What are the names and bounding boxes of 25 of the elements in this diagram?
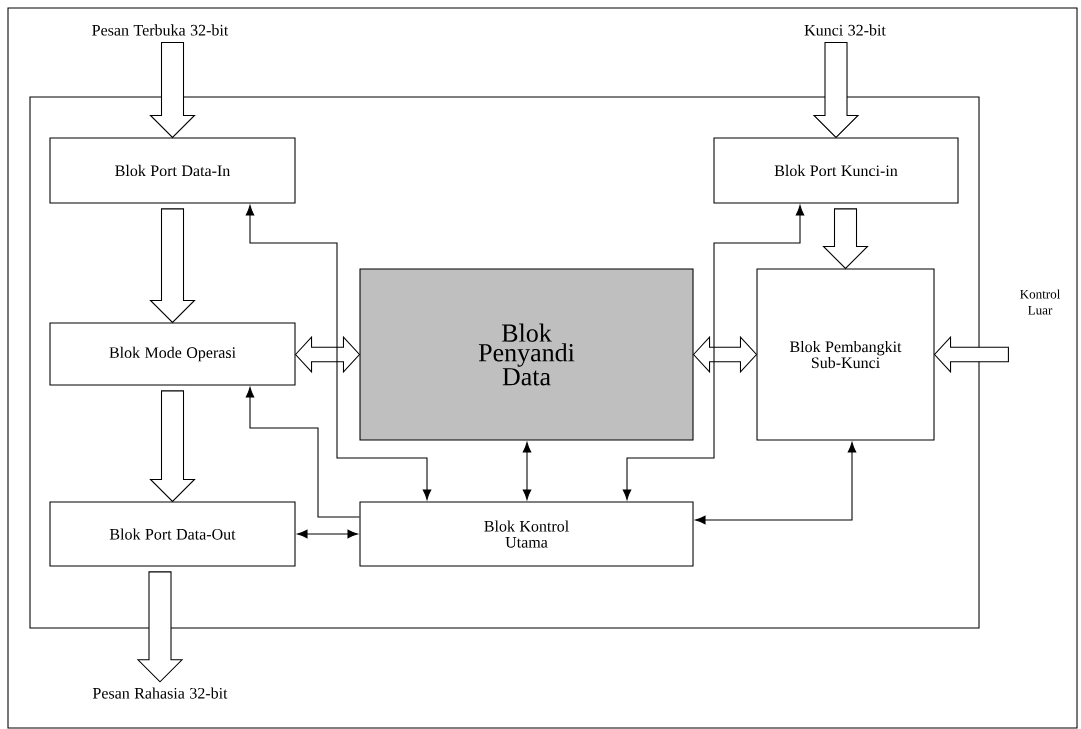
container-box	[29, 96, 980, 629]
port-label: Kunci 32-bit	[804, 24, 886, 36]
process-box: Blok Kontrol Utama	[359, 501, 694, 567]
process-box: Blok Port Kunci-in	[713, 137, 959, 204]
arrow	[245, 387, 360, 518]
block-arrow	[136, 571, 184, 683]
process-box: Blok Mode Operasi	[49, 322, 296, 386]
process-box: Blok Port Data-In	[49, 137, 296, 204]
arrow	[245, 205, 432, 500]
arrow	[522, 442, 532, 500]
process-box: Blok Penyandi Data	[359, 268, 694, 441]
process-box: Blok Port Data-Out	[49, 501, 296, 567]
port-label: Pesan Rahasia 32-bit	[92, 687, 228, 699]
block-arrow	[149, 208, 196, 324]
arrow	[695, 442, 857, 525]
process-box: Blok Pembangkit Sub-Kunci	[756, 268, 935, 441]
block-arrow	[149, 42, 196, 139]
port-label: Pesan Terbuka 32-bit	[92, 24, 229, 36]
block-arrow	[149, 390, 196, 503]
block-arrow	[822, 208, 869, 270]
block-arrow	[933, 335, 1009, 374]
arrow	[297, 529, 358, 539]
block-arrow	[812, 42, 860, 139]
port-label: Kontrol Luar	[1020, 289, 1061, 315]
arrow	[622, 205, 805, 500]
